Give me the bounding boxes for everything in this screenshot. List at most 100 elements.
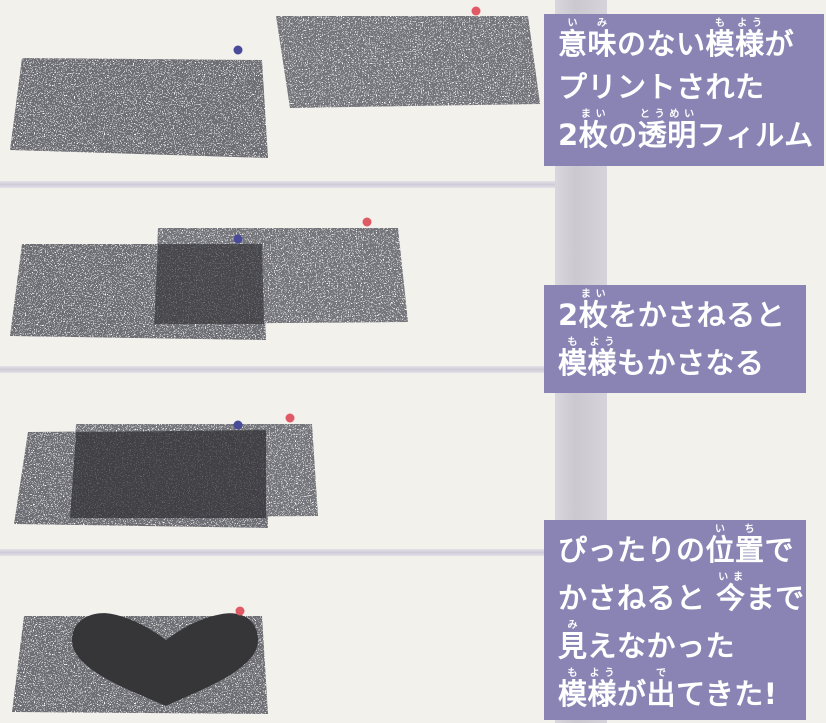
- ruby-base: 見: [558, 629, 588, 663]
- furigana: ち: [735, 524, 765, 535]
- furigana: いま: [716, 572, 746, 583]
- ruby-base: 位: [705, 533, 736, 567]
- ruby-base: 模: [558, 677, 588, 711]
- caption-line: 模も様ようもかさなる: [558, 337, 792, 385]
- caption-text: が: [764, 27, 795, 61]
- furigana-word: 枚まい: [578, 109, 609, 152]
- revealed-heart: [72, 613, 258, 706]
- film-right: [276, 16, 540, 108]
- caption-step-3: ぴったりの位い置ちでかさねると 今いままで見みえなかった模も様ようが出でてきた!: [544, 520, 806, 720]
- caption-text: フィルム: [696, 118, 814, 152]
- furigana: で: [646, 668, 677, 679]
- caption-text: の: [608, 118, 638, 152]
- furigana-word: 枚まい: [578, 289, 609, 332]
- ruby-base: 出: [646, 677, 677, 711]
- caption-text: まで: [745, 581, 805, 615]
- furigana-word: 位い: [705, 524, 736, 567]
- furigana-word: 模も: [558, 337, 588, 380]
- step-divider-1: [0, 181, 555, 188]
- furigana-word: 意い: [558, 18, 588, 61]
- furigana: も: [558, 668, 588, 679]
- furigana: も: [705, 18, 736, 29]
- blue-dot: [233, 420, 243, 430]
- red-dot: [362, 217, 372, 227]
- step-divider-3: [0, 549, 555, 556]
- furigana-word: 様よう: [587, 337, 618, 380]
- furigana: めい: [667, 109, 697, 120]
- caption-text: が: [617, 677, 647, 711]
- red-dot: [285, 413, 295, 423]
- furigana-word: 模も: [558, 668, 588, 711]
- furigana: よう: [587, 668, 618, 679]
- red-dot: [471, 6, 481, 16]
- ruby-base: 模: [705, 27, 736, 61]
- caption-text: プリントされた: [558, 70, 765, 104]
- film-left: [10, 58, 268, 158]
- furigana: み: [587, 18, 618, 29]
- caption-text: もかさなる: [617, 346, 765, 380]
- caption-text: 2: [558, 298, 579, 332]
- step-3-nearly-aligned-films: [14, 413, 318, 528]
- blue-dot: [233, 45, 243, 55]
- caption-line: 2枚まいの透とう明めいフィルム: [558, 109, 813, 157]
- overlap-region: [70, 430, 266, 518]
- caption-text: えなかった: [587, 629, 736, 663]
- step-divider-2: [0, 366, 555, 373]
- caption-text: 2: [558, 118, 579, 152]
- furigana: まい: [578, 289, 609, 300]
- caption-line: ぴったりの位い置ちで: [558, 524, 795, 572]
- furigana-word: 見み: [558, 620, 588, 663]
- furigana: まい: [578, 109, 609, 120]
- step-2-overlapping-films: [10, 217, 408, 340]
- blue-dot: [233, 234, 243, 244]
- ruby-base: 透: [637, 118, 668, 152]
- caption-line: かさねると 今いままで: [558, 572, 804, 620]
- caption-line: 2枚まいをかさねると: [558, 289, 792, 337]
- furigana: い: [705, 524, 736, 535]
- furigana-word: 今いま: [716, 572, 746, 615]
- furigana: とう: [637, 109, 668, 120]
- furigana-word: 明めい: [667, 109, 697, 152]
- furigana: も: [558, 337, 588, 348]
- caption-text: かさねると: [558, 581, 717, 615]
- overlap-region: [154, 244, 264, 324]
- ruby-base: 模: [558, 346, 588, 380]
- ruby-base: 枚: [578, 118, 609, 152]
- furigana-word: 模も: [705, 18, 736, 61]
- caption-line: 見みえなかった: [558, 620, 792, 668]
- furigana: い: [558, 18, 588, 29]
- red-dot: [235, 606, 245, 616]
- furigana: み: [558, 620, 588, 631]
- furigana: よう: [587, 337, 618, 348]
- ruby-base: 明: [667, 118, 697, 152]
- furigana-word: 様よう: [587, 668, 618, 711]
- furigana-word: 味み: [587, 18, 618, 61]
- caption-text: てきた!: [676, 677, 778, 711]
- ruby-base: 味: [587, 27, 618, 61]
- caption-step-1: 意い味みのない模も様ようがプリントされた 2枚まいの透とう明めいフィルム: [544, 14, 824, 166]
- caption-line: 意い味みのない模も様ようが: [558, 18, 810, 66]
- caption-text: で: [764, 533, 795, 567]
- caption-line: プリントされた: [558, 66, 810, 109]
- caption-line: 模も様ようが出でてきた!: [558, 668, 792, 716]
- furigana: よう: [735, 18, 765, 29]
- ruby-base: 今: [716, 581, 746, 615]
- step-4-aligned-films: [12, 606, 268, 714]
- caption-text: をかさねると: [608, 298, 786, 332]
- furigana-word: 透とう: [637, 109, 668, 152]
- caption-step-2: 2枚まいをかさねると模も様ようもかさなる: [544, 285, 806, 393]
- ruby-base: 置: [735, 533, 765, 567]
- ruby-base: 意: [558, 27, 588, 61]
- furigana-word: 様よう: [735, 18, 765, 61]
- ruby-base: 様: [587, 677, 618, 711]
- furigana-word: 出で: [646, 668, 677, 711]
- caption-text: のない: [617, 27, 706, 61]
- step-1-separate-films: [10, 6, 540, 158]
- ruby-base: 枚: [578, 298, 609, 332]
- caption-text: ぴったりの: [558, 533, 706, 567]
- ruby-base: 様: [735, 27, 765, 61]
- furigana-word: 置ち: [735, 524, 765, 567]
- ruby-base: 様: [587, 346, 618, 380]
